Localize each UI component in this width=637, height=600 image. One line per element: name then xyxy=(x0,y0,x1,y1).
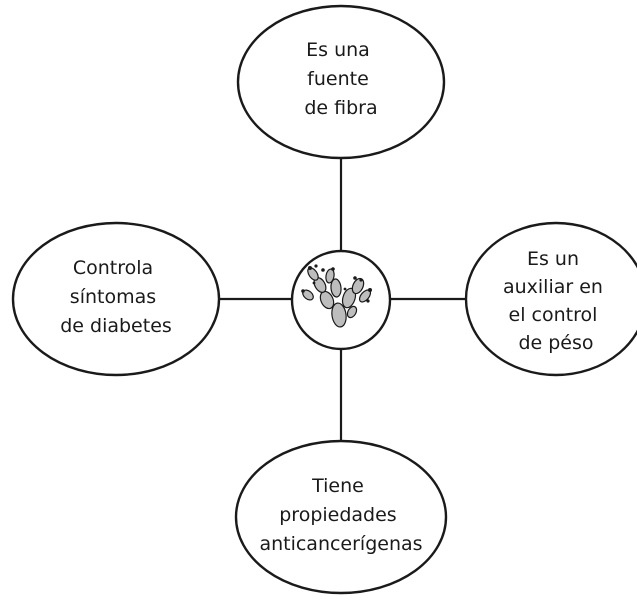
node-right-ellipse xyxy=(464,221,637,377)
node-top-line-3: de fibra xyxy=(304,97,377,119)
node-left-ellipse xyxy=(11,221,221,377)
node-right-line-3: el control xyxy=(509,304,598,326)
node-top-line-2: fuente xyxy=(307,68,369,90)
nopal-cactus-icon xyxy=(301,264,372,328)
node-left-line-3: de diabetes xyxy=(60,315,172,337)
node-bottom-line-3: anticancerígenas xyxy=(259,533,422,555)
node-left-line-2: síntomas xyxy=(70,286,156,308)
node-top-line-1: Es una xyxy=(306,39,370,61)
node-bottom-line-2: propiedades xyxy=(279,504,396,526)
node-right-line-4: de péso xyxy=(518,332,593,354)
node-top-text: Es una fuente de fibra xyxy=(304,39,377,119)
node-right-line-2: auxiliar en xyxy=(503,276,603,298)
center-circle xyxy=(290,249,392,351)
node-right-line-1: Es un xyxy=(527,248,579,270)
node-right-text: Es un auxiliar en el control de péso xyxy=(503,248,609,354)
node-bottom-line-1: Tiene xyxy=(311,475,364,497)
node-bottom-ellipse xyxy=(234,439,448,595)
node-left-line-1: Controla xyxy=(73,257,153,279)
node-top-ellipse xyxy=(236,4,446,160)
node-left-text: Controla síntomas de diabetes xyxy=(60,257,172,337)
node-bottom-text: Tiene propiedades anticancerígenas xyxy=(259,475,422,555)
